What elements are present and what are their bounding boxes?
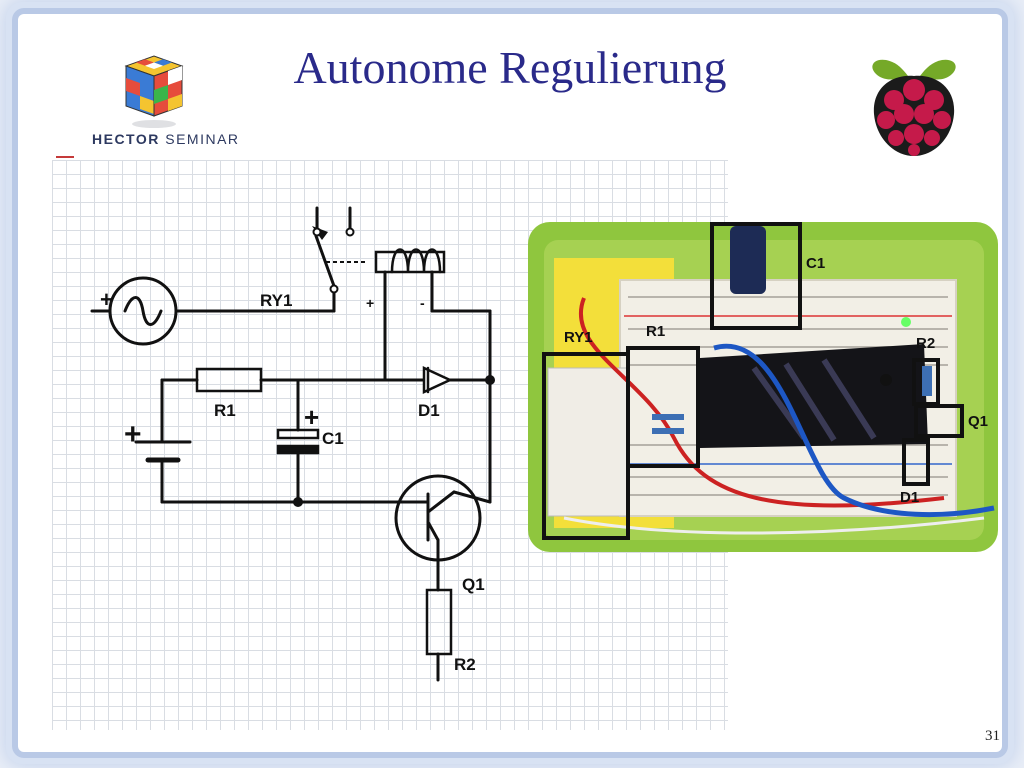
battery-plus-sign: + <box>124 418 142 451</box>
photo-label-d1: D1 <box>900 489 919 506</box>
box-c1 <box>710 222 802 330</box>
label-r1: R1 <box>214 401 236 420</box>
brand-light: SEMINAR <box>165 131 240 147</box>
label-q1: Q1 <box>462 575 485 594</box>
box-q1 <box>914 404 964 438</box>
photo-label-ry1: RY1 <box>564 329 593 346</box>
relay-contact-node-left <box>312 227 322 237</box>
box-d1 <box>902 438 930 486</box>
label-c1: C1 <box>322 429 344 448</box>
r1-resistor-a <box>652 414 684 420</box>
breadboard-photo: C1 R1 RY1 R2 Q1 D1 <box>528 222 998 552</box>
blue-wire <box>713 343 995 518</box>
relay-module <box>547 367 629 517</box>
ac-sine-wave <box>123 296 163 326</box>
d1-diode-symbol <box>422 366 453 394</box>
photo-label-r1: R1 <box>646 323 665 340</box>
label-r2: R2 <box>454 655 476 674</box>
tape-folds <box>751 358 877 442</box>
brand-bold: HECTOR <box>92 131 160 147</box>
page-number: 31 <box>985 728 1000 744</box>
white-wire <box>563 516 985 535</box>
raspberry-pi-logo <box>872 59 956 156</box>
junction-cap-bottom <box>293 497 303 507</box>
relay-pivot-node <box>329 284 339 294</box>
box-ry1 <box>542 352 630 540</box>
cap-plus-sign: + <box>304 402 319 432</box>
hector-seminar-wordmark: HECTOR SEMINAR <box>92 131 242 149</box>
wire-collector <box>452 490 492 504</box>
led-green <box>901 317 911 327</box>
photo-label-q1: Q1 <box>968 413 988 430</box>
logo-accent-line <box>56 156 74 158</box>
photo-label-c1: C1 <box>806 255 825 272</box>
electrical-tape <box>700 344 928 448</box>
relay-coil-box <box>374 250 446 274</box>
coil-minus-sign: - <box>420 295 425 311</box>
slide-title: Autonome Regulierung <box>293 42 727 93</box>
capacitor-body <box>730 226 766 294</box>
junction-diode-right <box>485 375 495 385</box>
q1-collector-lead <box>426 490 456 514</box>
photo-label-r2: R2 <box>916 335 935 352</box>
circuit-schematic: + RY1 + - R1 D1 + + C1 Q1 R2 <box>90 206 495 682</box>
transistor-body <box>880 374 892 386</box>
red-wire <box>578 297 945 508</box>
q1-emitter-lead <box>426 520 440 542</box>
hector-cube-logo <box>124 55 184 128</box>
r2-resistor-symbol <box>425 588 453 656</box>
relay-switch-arm <box>314 234 336 288</box>
ac-plus-sign: + <box>100 287 113 312</box>
relay-contact-node-right <box>345 227 355 237</box>
relay-coil-winding <box>390 248 442 274</box>
r2-resistor <box>922 366 932 396</box>
c1-cap-plate-positive <box>276 428 320 440</box>
coil-plus-sign: + <box>366 295 374 311</box>
label-d1: D1 <box>418 401 440 420</box>
r1-resistor-symbol <box>195 367 263 393</box>
label-ry1: RY1 <box>260 291 292 310</box>
r1-resistor-b <box>652 428 684 434</box>
